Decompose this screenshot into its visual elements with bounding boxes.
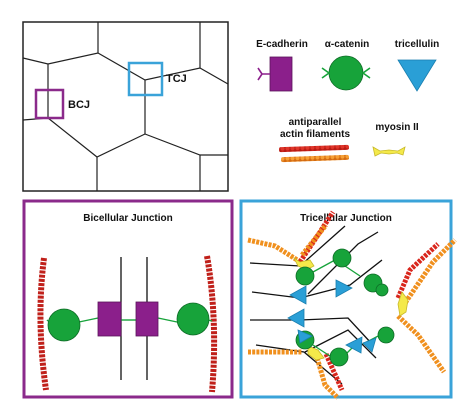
tcj-marker-box — [127, 61, 164, 97]
tri-catenin-6 — [329, 347, 349, 367]
tricellular-alpha-catenins — [295, 248, 395, 367]
tri-tricellulin-3 — [287, 308, 305, 328]
tricellular-title: Tricellular Junction — [300, 213, 392, 224]
legend-myosin-label: myosin II — [375, 122, 419, 133]
tricellular-frame — [239, 199, 453, 399]
tri-tricellulin-5 — [362, 337, 377, 353]
tricellular-membranes — [249, 225, 383, 385]
legend-alpha-catenin-label: α-catenin — [325, 39, 370, 50]
legend: E-cadherin α-catenin tricellulin antipar… — [256, 39, 439, 163]
bicellular-title: Bicellular Junction — [83, 213, 172, 224]
bicellular-links — [46, 317, 213, 323]
tcj-label: TCJ — [166, 73, 187, 85]
legend-actin-label-line2: actin filaments — [280, 129, 350, 140]
actin-filament-icon — [279, 144, 350, 163]
tricellular-myosin — [292, 256, 409, 361]
tri-tricellulin-1 — [335, 279, 353, 298]
tri-tricellulin-6 — [297, 329, 313, 344]
cell-borders — [22, 22, 229, 191]
cell-overview: BCJ TCJ — [22, 21, 229, 192]
bcj-marker-box — [34, 88, 65, 120]
bicellular-alpha-catenin-left — [47, 308, 81, 342]
legend-actin-label-line1: antiparallel — [289, 117, 342, 128]
alpha-catenin-icon — [321, 55, 371, 91]
overview-frame — [22, 21, 229, 192]
bcj-label: BCJ — [68, 99, 90, 111]
actin-filament-left — [37, 257, 49, 391]
tri-catenin-7 — [377, 326, 395, 344]
tricellulin-icon — [397, 59, 437, 92]
tricellular-actin — [247, 210, 457, 400]
tri-tricellulin-2 — [289, 285, 307, 305]
bicellular-alpha-catenin-right — [176, 302, 210, 336]
legend-tricellulin-label: tricellulin — [395, 39, 439, 50]
e-cadherin-icon — [257, 56, 293, 92]
tri-catenin-4 — [375, 283, 389, 297]
bicellular-e-cadherin-left — [97, 301, 122, 337]
tricellular-tricellulins — [287, 279, 377, 354]
tri-catenin-2 — [332, 248, 352, 268]
bicellular-e-cadherin-right — [135, 301, 159, 337]
bicellular-frame — [22, 199, 234, 399]
actin-filament-right — [204, 255, 218, 393]
tricellular-panel: Tricellular Junction — [239, 199, 457, 400]
myosin-icon — [372, 146, 406, 157]
legend-e-cadherin-label: E-cadherin — [256, 39, 308, 50]
tri-tricellulin-4 — [345, 336, 363, 354]
bicellular-panel: Bicellular Junction — [22, 199, 234, 399]
tri-catenin-1 — [295, 266, 315, 286]
